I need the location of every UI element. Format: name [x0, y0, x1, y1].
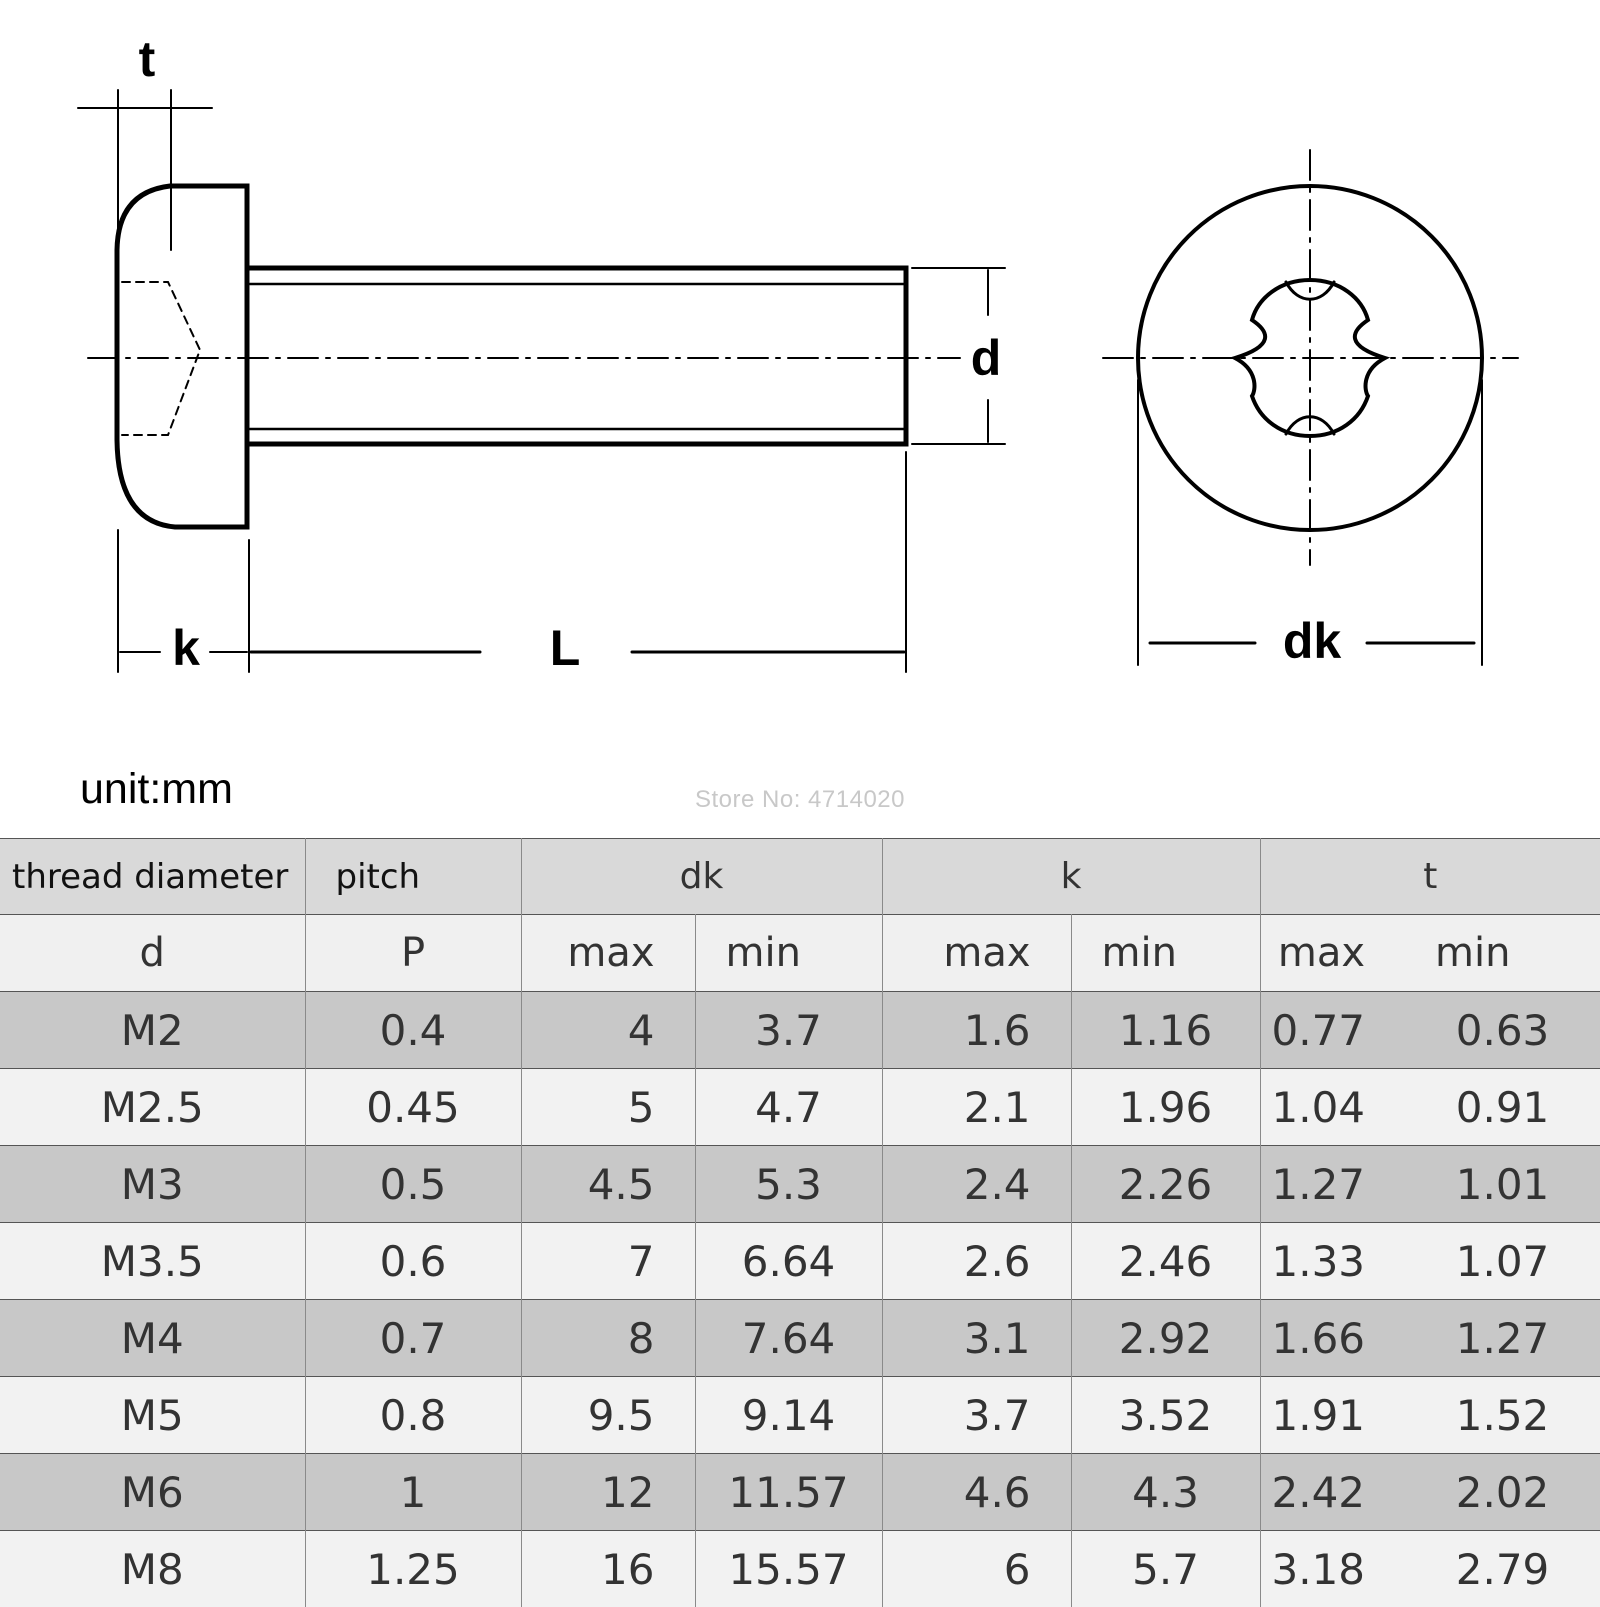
subheader-dk-max: max	[521, 915, 695, 992]
subheader-k-min: min	[1071, 915, 1260, 992]
cell-k-min: 5.7	[1071, 1531, 1260, 1607]
cell-thread: M3.5	[0, 1223, 305, 1300]
cell-t-max: 1.33	[1260, 1223, 1405, 1300]
cell-thread: M3	[0, 1146, 305, 1223]
d-label: d	[971, 330, 1002, 386]
cell-t-min: 2.02	[1405, 1454, 1600, 1531]
L-label: L	[550, 620, 581, 676]
cell-t-max: 1.91	[1260, 1377, 1405, 1454]
cell-thread: M2	[0, 992, 305, 1069]
cell-dk-min: 11.57	[695, 1454, 882, 1531]
cell-thread: M8	[0, 1531, 305, 1607]
cell-t-min: 1.07	[1405, 1223, 1600, 1300]
cell-dk-min: 5.3	[695, 1146, 882, 1223]
cell-dk-max: 4.5	[521, 1146, 695, 1223]
dk-label: dk	[1283, 613, 1342, 669]
t-label: t	[139, 31, 156, 87]
cell-dk-max: 7	[521, 1223, 695, 1300]
cell-t-min: 0.91	[1405, 1069, 1600, 1146]
cell-pitch: 0.6	[305, 1223, 521, 1300]
store-watermark: Store No: 4714020	[0, 786, 1600, 814]
cell-t-max: 0.77	[1260, 992, 1405, 1069]
cell-thread: M6	[0, 1454, 305, 1531]
cell-k-min: 2.26	[1071, 1146, 1260, 1223]
cell-t-min: 1.01	[1405, 1146, 1600, 1223]
cell-dk-min: 15.57	[695, 1531, 882, 1607]
cell-dk-max: 12	[521, 1454, 695, 1531]
cell-pitch: 0.7	[305, 1300, 521, 1377]
cell-t-min: 2.79	[1405, 1531, 1600, 1607]
cell-dk-min: 7.64	[695, 1300, 882, 1377]
cell-t-max: 3.18	[1260, 1531, 1405, 1607]
cell-pitch: 0.45	[305, 1069, 521, 1146]
cell-t-min: 0.63	[1405, 992, 1600, 1069]
cell-t-min: 1.27	[1405, 1300, 1600, 1377]
cell-k-max: 3.7	[882, 1377, 1071, 1454]
subheader-dk-min: min	[695, 915, 882, 992]
cell-k-min: 1.16	[1071, 992, 1260, 1069]
subheader-p: P	[305, 915, 521, 992]
cell-k-max: 2.6	[882, 1223, 1071, 1300]
header-dk: dk	[521, 839, 882, 915]
screw-head-outline	[117, 186, 247, 527]
cell-t-max: 1.27	[1260, 1146, 1405, 1223]
header-k: k	[882, 839, 1260, 915]
header-thread-diameter: thread diameter	[0, 839, 305, 915]
cell-k-min: 4.3	[1071, 1454, 1260, 1531]
table-header-row: thread diameter pitch dk k t	[0, 839, 1600, 915]
cell-k-max: 2.4	[882, 1146, 1071, 1223]
cell-pitch: 0.4	[305, 992, 521, 1069]
cell-thread: M5	[0, 1377, 305, 1454]
screw-dimension-drawing: t d k L dk	[0, 0, 1600, 760]
cell-pitch: 1.25	[305, 1531, 521, 1607]
cell-pitch: 0.8	[305, 1377, 521, 1454]
k-label: k	[172, 620, 200, 676]
cell-dk-min: 9.14	[695, 1377, 882, 1454]
cell-k-max: 6	[882, 1531, 1071, 1607]
subheader-d: d	[0, 915, 305, 992]
cell-t-max: 1.04	[1260, 1069, 1405, 1146]
cell-t-max: 2.42	[1260, 1454, 1405, 1531]
cell-t-max: 1.66	[1260, 1300, 1405, 1377]
cell-dk-max: 8	[521, 1300, 695, 1377]
cell-k-min: 3.52	[1071, 1377, 1260, 1454]
screw-shank-outline	[247, 268, 906, 444]
cell-pitch: 1	[305, 1454, 521, 1531]
spec-table: thread diameter pitch dk k t d P max min…	[0, 838, 1600, 1607]
table-subheader-row: d P max min max min max min	[0, 915, 1600, 992]
cell-dk-max: 5	[521, 1069, 695, 1146]
cell-k-min: 2.92	[1071, 1300, 1260, 1377]
cell-dk-max: 9.5	[521, 1377, 695, 1454]
cell-k-max: 3.1	[882, 1300, 1071, 1377]
cell-t-min: 1.52	[1405, 1377, 1600, 1454]
cell-pitch: 0.5	[305, 1146, 521, 1223]
subheader-t-max: max	[1260, 915, 1405, 992]
cell-dk-max: 16	[521, 1531, 695, 1607]
cell-k-max: 1.6	[882, 992, 1071, 1069]
cell-thread: M2.5	[0, 1069, 305, 1146]
cell-k-min: 2.46	[1071, 1223, 1260, 1300]
cell-thread: M4	[0, 1300, 305, 1377]
cell-dk-max: 4	[521, 992, 695, 1069]
cell-dk-min: 6.64	[695, 1223, 882, 1300]
subheader-k-max: max	[882, 915, 1071, 992]
header-t: t	[1260, 839, 1600, 915]
cell-k-max: 4.6	[882, 1454, 1071, 1531]
cell-k-min: 1.96	[1071, 1069, 1260, 1146]
cell-dk-min: 3.7	[695, 992, 882, 1069]
header-pitch: pitch	[305, 839, 521, 915]
cell-k-max: 2.1	[882, 1069, 1071, 1146]
subheader-t-min: min	[1405, 915, 1600, 992]
cell-dk-min: 4.7	[695, 1069, 882, 1146]
